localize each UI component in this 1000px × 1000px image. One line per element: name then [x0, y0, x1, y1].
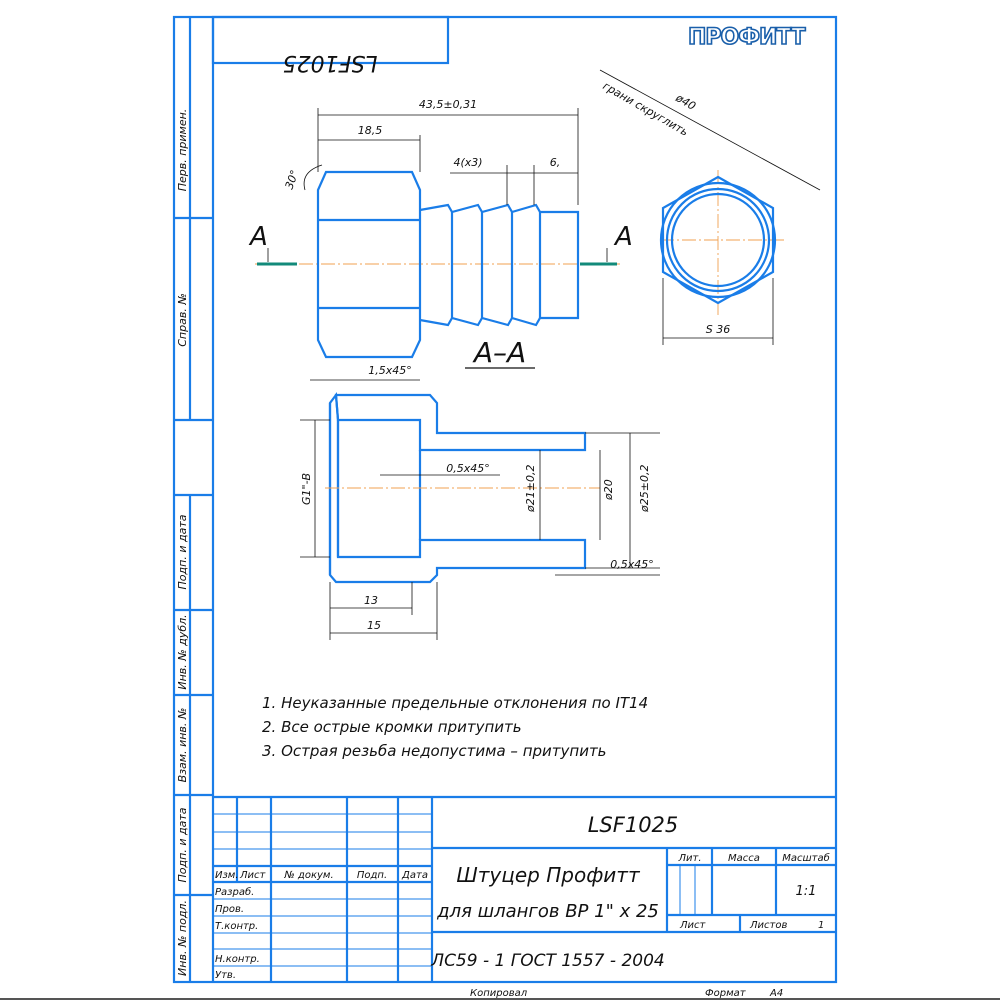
- header-podp: Подп.: [357, 870, 387, 881]
- side-label: Взам. инв. №: [176, 708, 189, 783]
- side-label: Справ. №: [176, 293, 189, 347]
- product-name-line1: Штуцер Профитт: [456, 863, 641, 887]
- dim-tip-diam: ø20: [602, 479, 615, 501]
- role-label: Т.контр.: [215, 921, 258, 932]
- copied-label: Копировал: [470, 988, 528, 999]
- dim-end-length: 6,: [550, 156, 561, 169]
- drawing-frame: [172, 15, 838, 984]
- header-list: Лист: [239, 870, 267, 881]
- product-name-line2: для шлангов ВР 1" x 25: [436, 901, 659, 922]
- side-label: Перв. примен.: [176, 109, 189, 192]
- note: 3. Острая резьба недопустима – притупить: [262, 742, 607, 760]
- front-view: [255, 170, 620, 359]
- role-label: Пров.: [215, 904, 244, 915]
- dim-inner-chamfer: 0,5x45°: [446, 462, 490, 475]
- section-title: А–А: [472, 336, 526, 369]
- role-label: Н.контр.: [215, 954, 260, 965]
- dim-bore: ø21±0,2: [524, 465, 537, 513]
- scale-label: Масштаб: [782, 852, 830, 864]
- rounded-note: грани скруглить: [601, 79, 691, 138]
- sheets-count: 1: [818, 920, 824, 931]
- section-marker-right: A: [613, 222, 633, 252]
- side-labels: Перв. примен. Справ. № Подп. и дата Инв.…: [176, 109, 189, 976]
- material: ЛС59 - 1 ГОСТ 1557 - 2004: [430, 951, 664, 971]
- side-label: Подп. и дата: [176, 514, 189, 589]
- dim-hex-length: 18,5: [358, 124, 383, 137]
- dim-barb-pitch: 4(x3): [453, 156, 482, 169]
- dim-thread: G1"-B: [300, 473, 313, 505]
- end-view: [599, 69, 821, 345]
- stamp-code: LSF1025: [283, 50, 378, 75]
- side-label: Инв. № дубл.: [176, 614, 189, 689]
- dimension-lines: [303, 108, 579, 205]
- format-label: Формат: [705, 988, 747, 999]
- side-label: Подп. и дата: [176, 807, 189, 882]
- sheet-label: Лист: [679, 920, 707, 931]
- role-label: Утв.: [215, 970, 236, 981]
- note: 2. Все острые кромки притупить: [262, 718, 522, 736]
- title-block: [213, 795, 836, 982]
- note: 1. Неуказанные предельные отклонения по …: [262, 694, 648, 712]
- dim-end-chamfer: 0,5x45°: [610, 558, 654, 571]
- role-label: Разраб.: [215, 886, 254, 898]
- side-label: Инв. № подл.: [176, 900, 189, 976]
- dim-total-length: 43,5±0,31: [419, 98, 477, 111]
- dim-barb-diam: ø25±0,2: [638, 465, 651, 513]
- dim-across-flats: S 36: [706, 323, 730, 336]
- designation: LSF1025: [588, 813, 679, 837]
- scale-value: 1:1: [796, 884, 817, 899]
- dim-chamfer-top: 1,5x45°: [368, 364, 412, 377]
- header-izm: Изм.: [215, 870, 239, 881]
- header-doc: № докум.: [283, 870, 333, 881]
- section-view: [300, 379, 660, 640]
- dim-chamfer-angle: 30°: [283, 168, 302, 191]
- dim-across-corners: ø40: [673, 91, 698, 113]
- dim-socket-len: 15: [367, 619, 381, 632]
- logo: ПРОФИТТ: [688, 25, 805, 50]
- dim-thread-len: 13: [364, 594, 378, 607]
- mass-label: Масса: [728, 853, 760, 864]
- format-value: A4: [769, 988, 783, 999]
- header-date: Дата: [401, 870, 428, 881]
- section-marker-left: A: [248, 222, 268, 252]
- lit-label: Лит.: [677, 853, 701, 864]
- sheets-label: Листов: [749, 920, 787, 931]
